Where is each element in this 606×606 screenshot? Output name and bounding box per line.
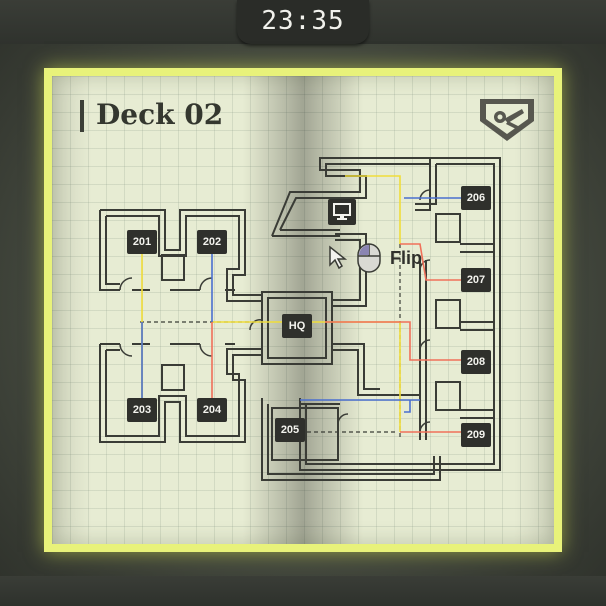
room-label-208[interactable]: 208 [461, 350, 491, 374]
wall [271, 407, 339, 461]
wall [99, 210, 120, 291]
wire-red [211, 243, 476, 433]
wall [100, 343, 120, 351]
map-book[interactable] [52, 76, 554, 544]
wall [435, 213, 461, 243]
room-label-207[interactable]: 207 [461, 268, 491, 292]
wall [272, 229, 340, 237]
wall [435, 299, 461, 329]
wall [299, 157, 501, 471]
room-label-hq[interactable]: HQ [282, 314, 312, 338]
faction-emblem-icon [480, 99, 534, 141]
wall [435, 381, 461, 411]
room-label-203[interactable]: 203 [127, 398, 157, 422]
wall [419, 260, 427, 440]
wall [460, 409, 494, 419]
wall [261, 398, 441, 481]
page-title: Deck 02 [96, 98, 224, 131]
wall [332, 343, 380, 390]
room-label-209[interactable]: 209 [461, 423, 491, 447]
wall [261, 291, 333, 365]
room-label-205[interactable]: 205 [275, 418, 305, 442]
door [419, 339, 431, 351]
wall [105, 348, 262, 437]
bottom-bar [0, 576, 606, 606]
wall [415, 164, 437, 205]
top-bar: 23:35 [0, 0, 606, 44]
computer-terminal-icon[interactable] [328, 199, 356, 225]
title-accent [80, 100, 84, 132]
clock: 23:35 [261, 6, 345, 36]
room-label-206[interactable]: 206 [461, 186, 491, 210]
pointer-cursor-icon [329, 245, 348, 270]
wall [99, 344, 262, 443]
wall [161, 254, 185, 281]
room-label-204[interactable]: 204 [197, 398, 227, 422]
wall [267, 297, 327, 359]
door [199, 343, 213, 357]
wall [271, 157, 430, 237]
wall [161, 364, 185, 391]
wall [460, 321, 494, 331]
door [119, 343, 133, 357]
room-label-202[interactable]: 202 [197, 230, 227, 254]
door [419, 189, 431, 201]
door [337, 413, 349, 425]
flip-action-label: Flip [390, 248, 422, 268]
wall [100, 209, 263, 296]
wall [105, 216, 120, 285]
mouse-button-icon [357, 243, 381, 273]
wire-blue [141, 197, 476, 413]
room-label-201[interactable]: 201 [127, 230, 157, 254]
wall [332, 239, 361, 301]
wall [106, 215, 262, 302]
wall [267, 404, 435, 475]
clock-tab: 23:35 [237, 0, 369, 44]
wall [415, 158, 431, 211]
door [419, 421, 431, 433]
wall [332, 349, 380, 396]
door [119, 277, 133, 291]
door [199, 277, 213, 291]
wall [460, 243, 494, 253]
wall [305, 163, 495, 465]
